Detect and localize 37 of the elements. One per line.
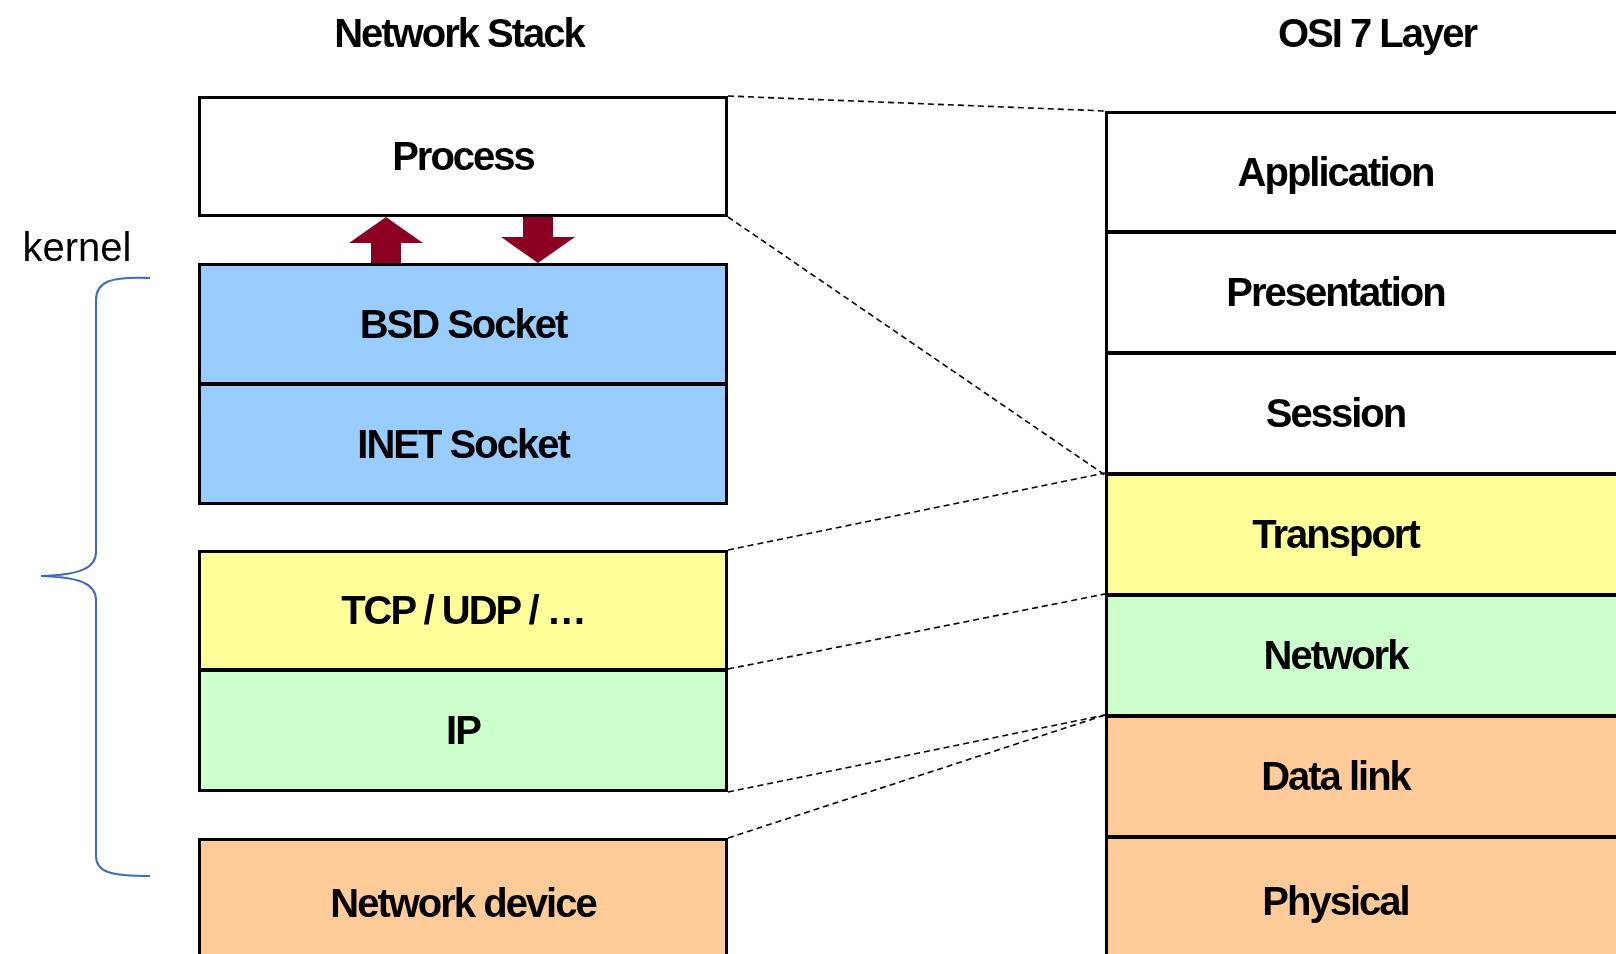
layer-box	[198, 669, 728, 792]
dashed-line	[727, 714, 1106, 793]
layer-label: Physical	[1261, 878, 1410, 924]
layer-box	[198, 550, 728, 671]
layer-label: Network device	[330, 880, 596, 926]
layer-label: Data link	[1260, 754, 1412, 799]
layer-box	[1105, 473, 1616, 596]
label-heading: OSI 7 Layer	[1277, 10, 1477, 56]
layer-box	[198, 383, 728, 505]
layer-box	[1105, 352, 1616, 475]
layer-box	[1105, 231, 1616, 354]
layer-label: Transport	[1251, 512, 1421, 557]
label-heading: Network Stack	[334, 10, 584, 56]
layer-label: Session	[1264, 391, 1407, 436]
layer-label: Presentation	[1225, 270, 1446, 315]
layer-label: TCP / UDP / …	[341, 588, 585, 633]
layer-box	[1105, 715, 1616, 838]
layer-box	[1105, 111, 1616, 233]
layer-label: Process	[392, 134, 534, 179]
layer-label: Network	[1262, 633, 1410, 678]
block-arrow	[349, 217, 423, 263]
layer-label: INET Socket	[357, 421, 569, 467]
layer-box	[198, 263, 728, 385]
layer-box	[198, 838, 728, 954]
block-arrow	[501, 217, 575, 263]
layer-label: BSD Socket	[359, 301, 567, 347]
dashed-line	[727, 472, 1106, 551]
layer-label: Application	[1236, 149, 1435, 195]
dashed-line	[727, 216, 1106, 476]
label-text: kernel	[22, 224, 132, 270]
layer-box	[1105, 836, 1616, 954]
dashed-line	[727, 95, 1106, 112]
dashed-line	[727, 593, 1106, 670]
dashed-line	[727, 714, 1106, 839]
layer-label: IP	[446, 708, 480, 753]
layer-box	[198, 96, 728, 217]
layer-box	[1105, 594, 1616, 717]
